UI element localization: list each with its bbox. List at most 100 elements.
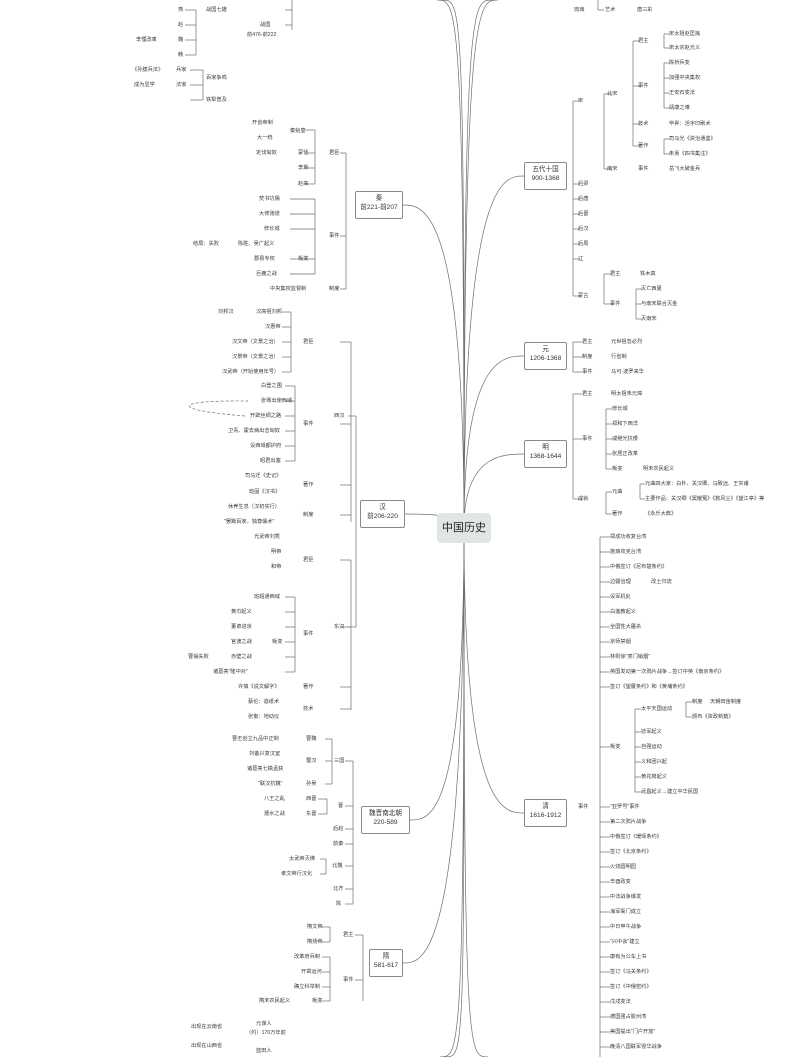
node-h24[interactable]: 君臣 [303,557,314,563]
node-h4[interactable]: 汉文帝（文景之治） [232,339,279,345]
node-y6[interactable]: 马可·波罗来华 [611,369,644,375]
node-r7[interactable]: 陈桥兵变 [669,60,690,66]
node-c32[interactable]: 中日甲午战争 [610,924,642,930]
node-q5[interactable]: 蒙恬 [298,150,309,156]
node-r14[interactable]: 技术 [638,121,649,127]
node-c10[interactable]: 林则徐"虎门销烟" [610,654,650,660]
node-r19[interactable]: 南宋 [607,166,618,172]
node-p4[interactable]: 出现在山西省 [191,1043,223,1049]
node-r15[interactable]: 毕昇：活字印刷术 [669,121,711,127]
era-node-bqin[interactable]: 秦前221-前207 [355,191,403,219]
node-r26[interactable]: 后周 [578,241,589,247]
node-r32[interactable]: 事件 [610,301,621,307]
node-c24[interactable]: "亚罗号"事件 [610,804,640,810]
node-h17[interactable]: 著作 [303,482,314,488]
node-r24[interactable]: 后晋 [578,211,589,217]
node-h16[interactable]: 司马迁《史记》 [245,473,282,479]
node-t10[interactable]: 兵家 [176,67,187,73]
node-r23[interactable]: 后唐 [578,196,589,202]
node-c1[interactable]: 郑成功收复台湾 [610,534,647,540]
node-w14[interactable]: 后赵 [333,826,344,832]
node-s5[interactable]: 开凿运河 [301,969,322,975]
node-y2[interactable]: 元世祖忽必烈 [611,339,643,345]
node-r16[interactable]: 司马光《资治通鉴》 [669,136,716,142]
node-r33[interactable]: 与南宋联合灭金 [641,301,678,307]
node-r31[interactable]: 蒙古 [578,293,589,299]
node-m13[interactable]: 主要作品：关汉卿《窦娥冤》《救风尘》《望江亭》等 [645,496,765,502]
node-c23[interactable]: 事件 [578,804,589,810]
node-h38[interactable]: 蔡伦：造纸术 [248,699,280,705]
node-h19[interactable]: 休养生息（汉初实行） [228,504,280,510]
node-c5[interactable]: 改土归流 [651,579,672,585]
node-t13[interactable]: 法家 [176,82,187,88]
node-w12[interactable]: 淝水之战 [264,811,285,817]
node-r22[interactable]: 后梁 [578,181,589,187]
node-s9[interactable]: 叛变 [312,998,323,1004]
node-m10[interactable]: 元曲四大家：白朴、关汉卿、马致远、王实甫 [645,481,749,487]
node-t9[interactable]: 《孙膑兵法》 [132,67,164,73]
node-r18[interactable]: 朱熹《四书集注》 [669,151,711,157]
node-c12[interactable]: 签订《望厦条约》和《黄埔条约》 [610,684,688,690]
node-q15[interactable]: 郡县专权 [254,256,275,262]
node-q12[interactable]: 结局：失败 [193,241,219,247]
node-r20[interactable]: 事件 [638,166,649,172]
node-t4[interactable]: 战国 [260,22,271,28]
node-t12[interactable]: 成为显学 [134,82,155,88]
node-r8[interactable]: 北宋 [607,91,618,97]
node-c2[interactable]: 施琅攻克台湾 [610,549,642,555]
node-m4[interactable]: 郑和下西洋 [612,421,638,427]
node-w18[interactable]: 孝文帝行汉化 [281,871,313,877]
node-y4[interactable]: 行省制 [611,354,627,360]
node-m5[interactable]: 事件 [582,436,593,442]
node-h30[interactable]: 叛变 [272,639,283,645]
node-c25[interactable]: 第二次鸦片战争 [610,819,647,825]
node-m2[interactable]: 明太祖朱元璋 [611,391,643,397]
node-q17[interactable]: 巨鹿之战 [256,271,277,277]
node-w3[interactable]: 刘备兴复汉室 [249,751,281,757]
node-h7[interactable]: 汉武帝（开始使用年号） [222,369,280,375]
root-node[interactable]: 中国历史 [437,513,491,543]
node-h14[interactable]: 设西域都护府 [250,443,282,449]
node-r11[interactable]: 王安石变法 [669,90,695,96]
node-r30[interactable]: 灭亡西夏 [641,286,662,292]
node-h20[interactable]: 制度 [303,512,314,518]
node-h33[interactable]: 赤壁之战 [231,654,252,660]
node-h35[interactable]: 事件 [303,631,314,637]
node-p2[interactable]: 元谋人 [256,1021,272,1027]
node-s6[interactable]: 事件 [343,977,354,983]
node-c36[interactable]: 签订《中俄密约》 [610,984,652,990]
node-w13[interactable]: 东晋 [306,811,317,817]
node-w10[interactable]: 西晋 [306,796,317,802]
node-h1[interactable]: 刘邦汉 [218,309,234,315]
node-r5[interactable]: 宋太祖赵匡胤 [669,31,701,37]
node-r34[interactable]: 灭南宋 [641,316,657,322]
node-c8[interactable]: 全国性大屠杀 [610,624,642,630]
node-w11[interactable]: 晋 [338,803,344,809]
node-h28[interactable]: 董卓进京 [231,624,252,630]
node-r13[interactable]: 靖康之难 [669,105,690,111]
node-p5[interactable]: 蓝田人 [256,1048,272,1054]
node-m12[interactable]: 成就 [578,496,589,502]
node-h37[interactable]: 著作 [303,684,314,690]
node-c11[interactable]: 英国发动第一次鸦片战争→签订中英《南京条约》 [610,669,725,675]
node-q16[interactable]: 叛变 [298,256,309,262]
node-h36[interactable]: 许慎《说文解字》 [238,684,280,690]
node-c28[interactable]: 火烧圆明园 [610,864,636,870]
node-s2[interactable]: 君主 [343,932,354,938]
node-c38[interactable]: 德国强占胶州湾 [610,1014,647,1020]
node-h29[interactable]: 官渡之战 [231,639,252,645]
node-r17[interactable]: 著作 [638,143,649,149]
node-c22[interactable]: 武昌起义→建立中华民国 [641,789,699,795]
node-h34[interactable]: 诸葛亮"隆中对" [213,669,248,675]
node-q2[interactable]: 秦始皇 [290,128,306,134]
node-c29[interactable]: 辛酉政变 [610,879,631,885]
node-w15[interactable]: 前秦 [333,841,344,847]
node-t5[interactable]: 前476-前222 [247,32,277,38]
node-q10[interactable]: 大修驰道 [259,211,280,217]
node-w1[interactable]: 曹丕创立九品中正制 [232,736,279,742]
